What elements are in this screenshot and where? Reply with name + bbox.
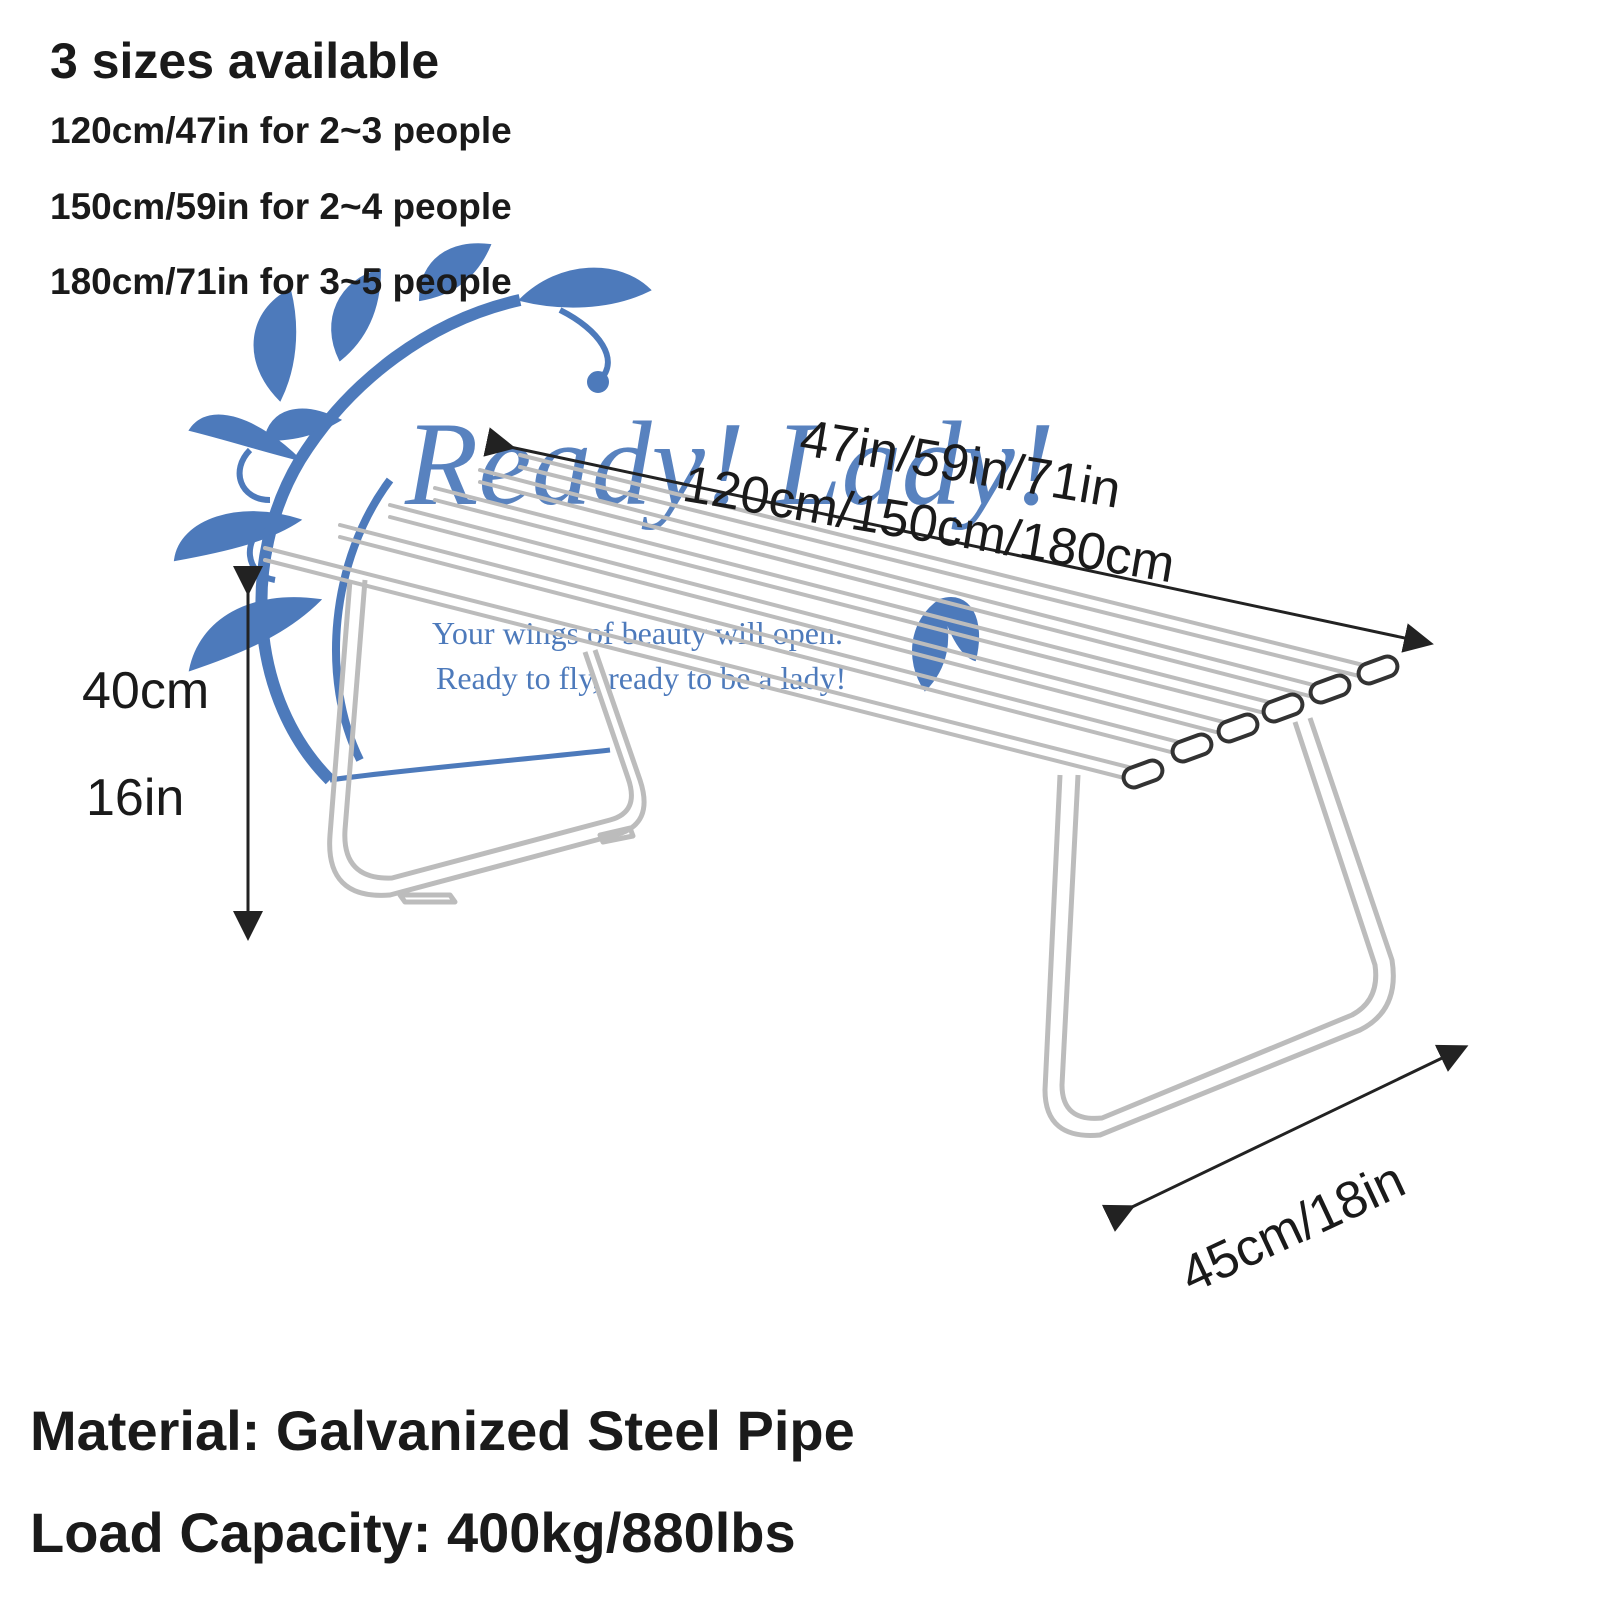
length-arrow bbox=[483, 427, 1434, 653]
material-label: Material: Galvanized Steel Pipe bbox=[30, 1399, 855, 1462]
depth-arrow bbox=[1101, 1044, 1469, 1232]
height-label-in: 16in bbox=[86, 769, 185, 827]
height-label-cm: 40cm bbox=[82, 662, 210, 720]
dimension-arrows bbox=[233, 427, 1469, 1232]
load-capacity-label: Load Capacity: 400kg/880lbs bbox=[30, 1500, 796, 1564]
spec-footer: Material: Galvanized Steel Pipe Load Cap… bbox=[30, 1400, 855, 1603]
size-option: 180cm/71in for 3~5 people bbox=[50, 261, 512, 303]
size-spec-block: 3 sizes available 120cm/47in for 2~3 peo… bbox=[50, 34, 512, 338]
sizes-title: 3 sizes available bbox=[50, 33, 440, 89]
size-option: 120cm/47in for 2~3 people bbox=[50, 110, 512, 151]
bench-slat-ends bbox=[1121, 654, 1400, 790]
size-option: 150cm/59in for 2~4 people bbox=[50, 185, 512, 227]
